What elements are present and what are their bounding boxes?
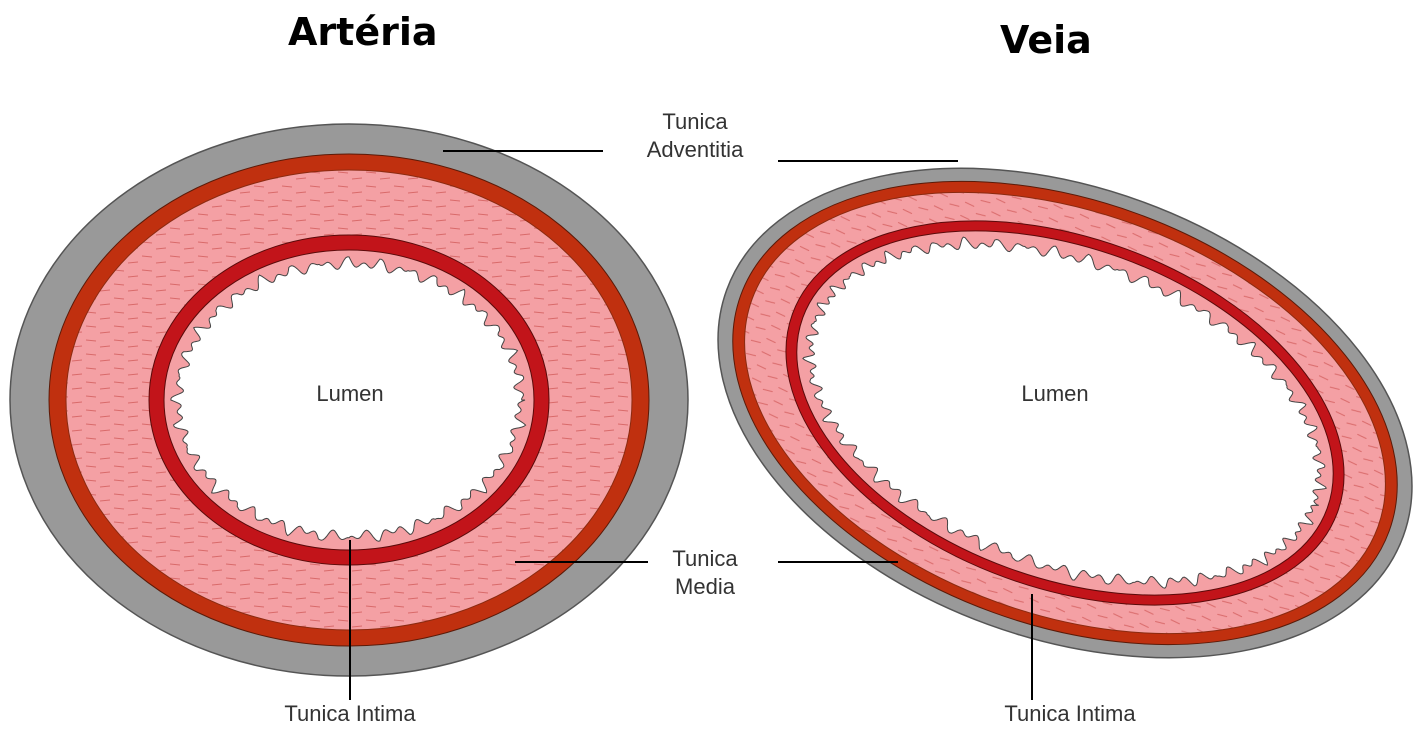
artery-lumen-label: Lumen — [280, 380, 420, 408]
tunica-media-label: Tunica Media — [620, 545, 790, 601]
vein-lumen-label: Lumen — [985, 380, 1125, 408]
tunica-adventitia-label: Tunica Adventitia — [610, 108, 780, 164]
artery-tunica-intima-label: Tunica Intima — [210, 700, 490, 728]
tunica-adventitia-label-line2: Adventitia — [610, 136, 780, 164]
vein-tunica-intima-label: Tunica Intima — [930, 700, 1210, 728]
artery-title: Artéria — [288, 10, 438, 54]
vein-title: Veia — [1000, 18, 1092, 62]
tunica-media-label-line1: Tunica — [620, 545, 790, 573]
tunica-media-label-line2: Media — [620, 573, 790, 601]
tunica-adventitia-label-line1: Tunica — [610, 108, 780, 136]
